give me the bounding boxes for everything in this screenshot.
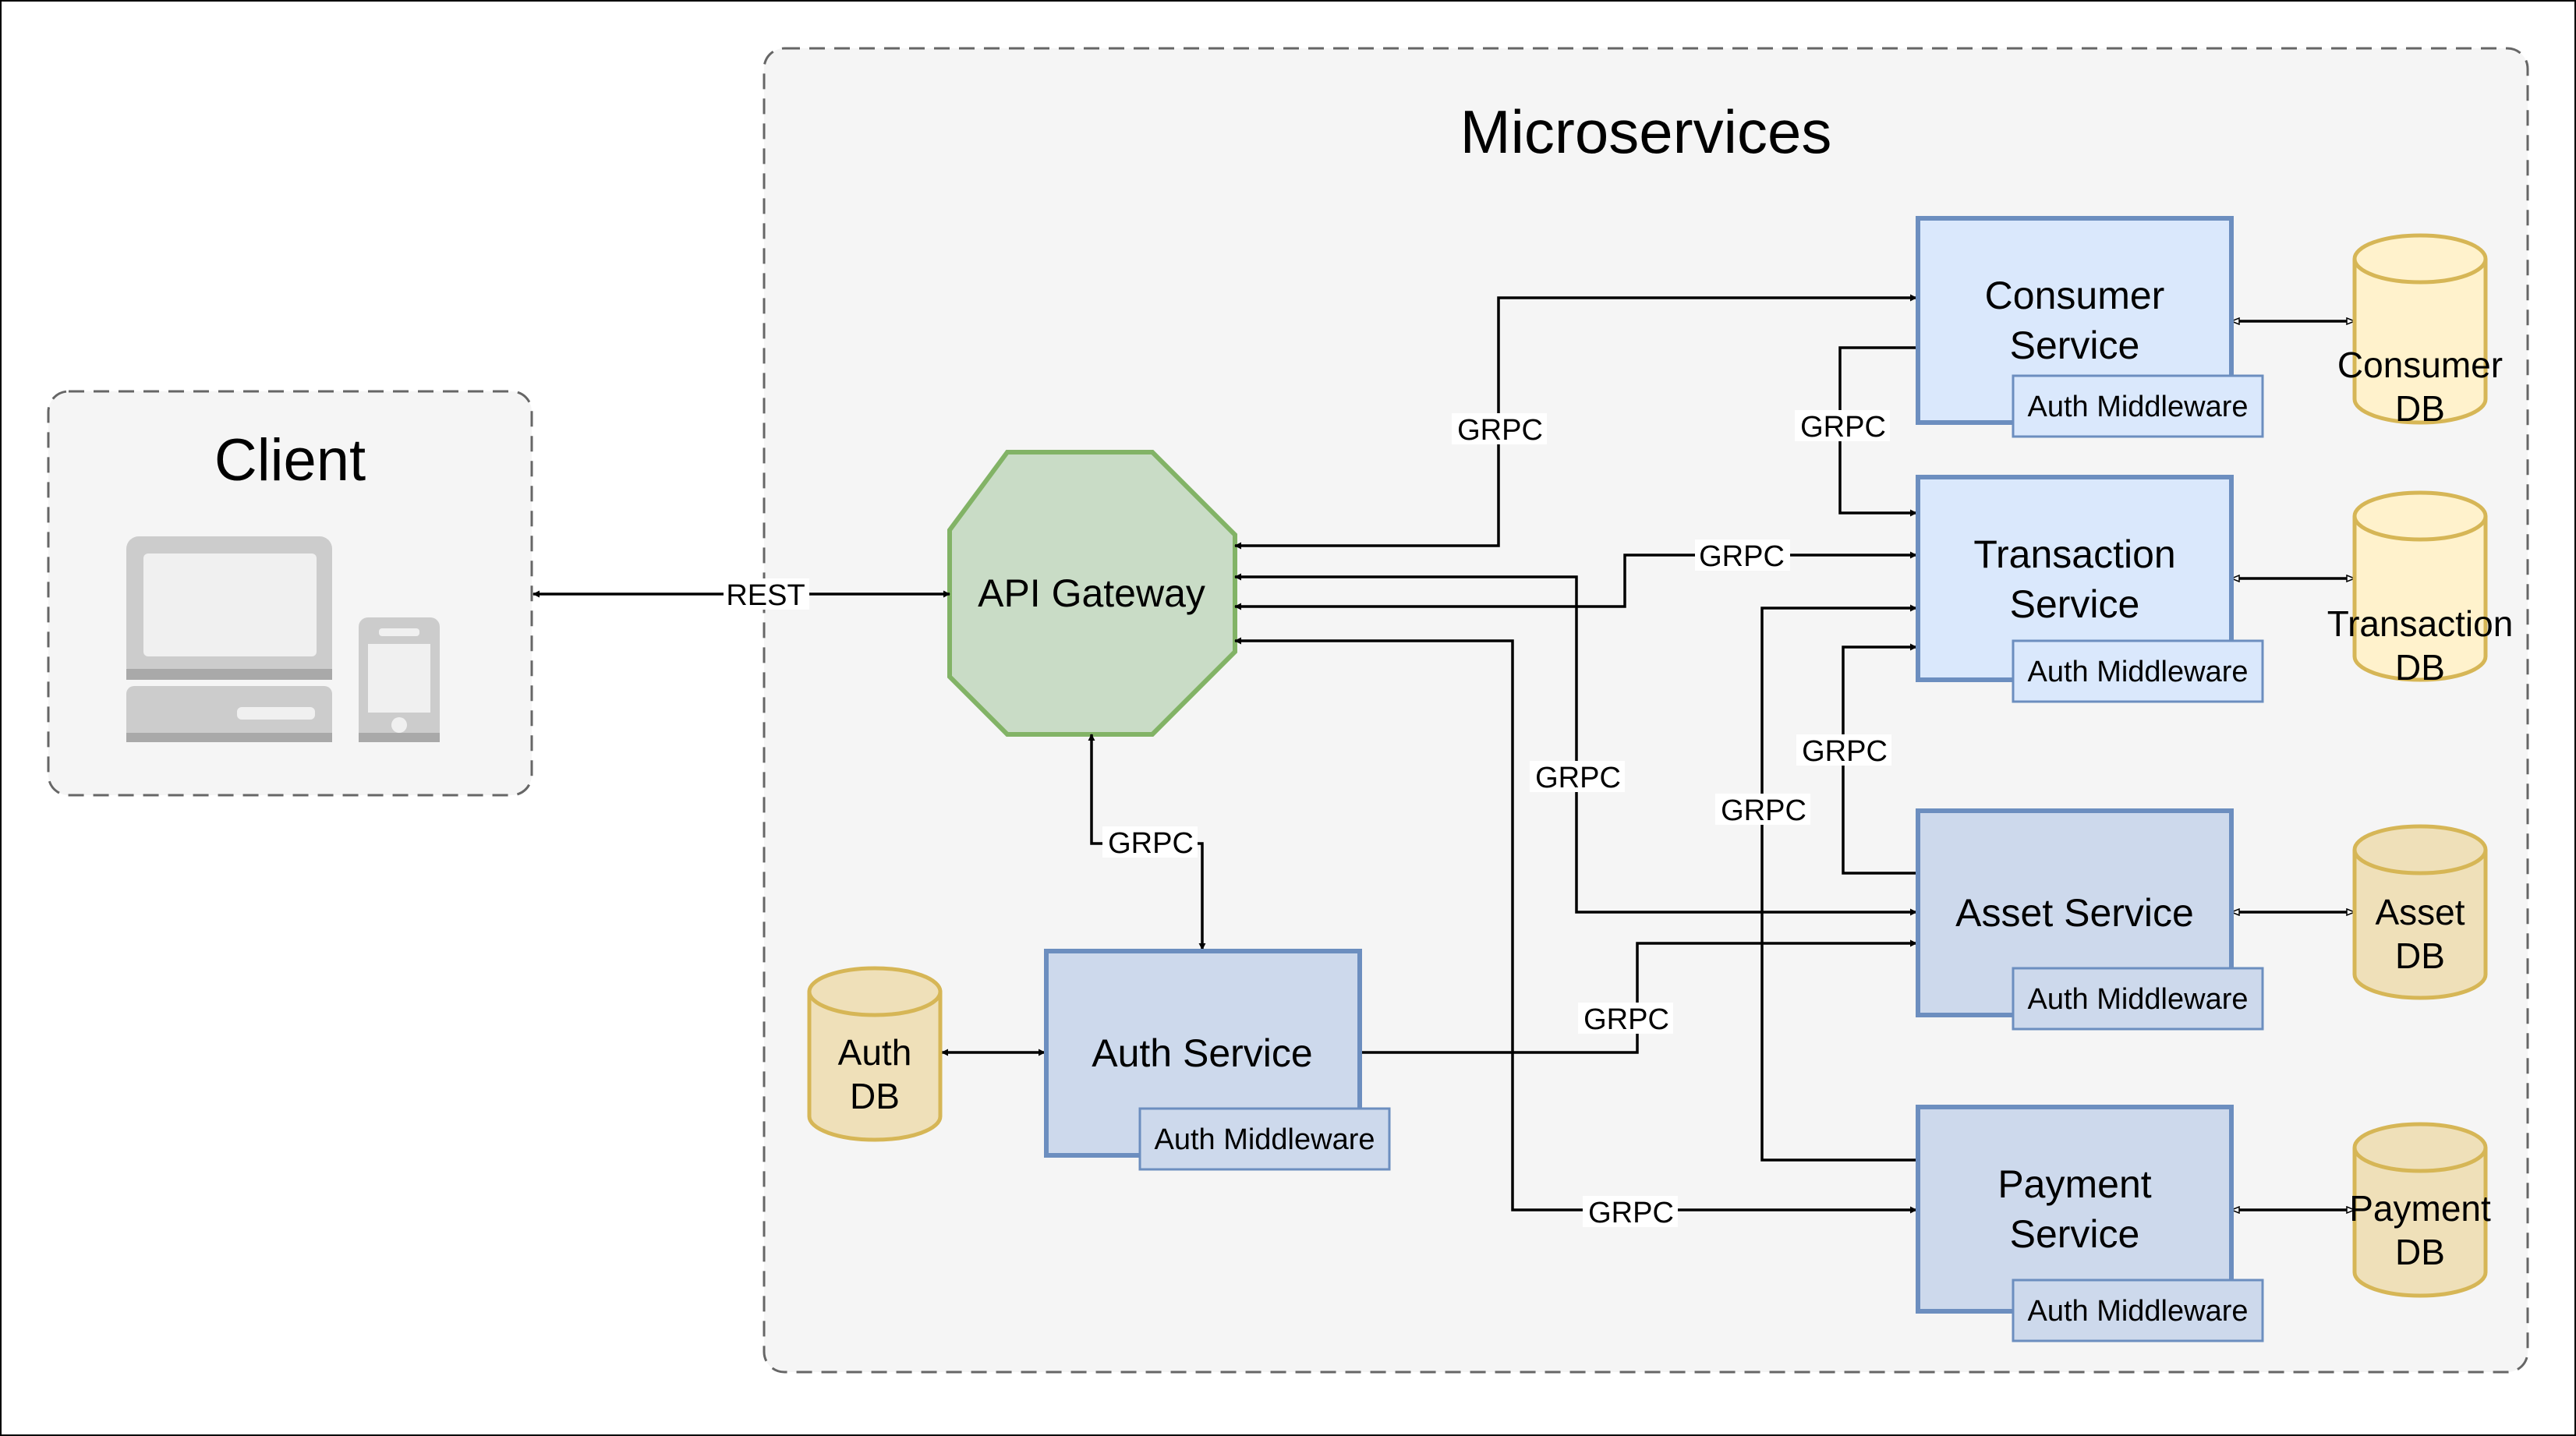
rest-label: REST: [726, 579, 805, 612]
auth-service-label: Auth Service: [1092, 1031, 1312, 1075]
payment-db-label-line1: Payment: [2349, 1188, 2491, 1229]
client-group-title: Client: [214, 427, 366, 493]
auth-db-label-line1: Auth: [838, 1032, 912, 1073]
rest-label-bg: [724, 578, 809, 610]
consumer-db-label-line2: DB: [2395, 388, 2445, 429]
asset-db-node: [2352, 824, 2488, 1000]
consumer-service-label-line2: Service: [2010, 324, 2140, 367]
transaction-auth-middleware: [2012, 639, 2264, 703]
grpc-label-auth-asset: GRPC: [1583, 1003, 1669, 1036]
consumer-service-label-line1: Consumer: [1985, 274, 2165, 317]
asset-service-label: Asset Service: [1955, 891, 2194, 935]
grpc-label-payment-transaction: GRPC: [1721, 794, 1806, 827]
api-gateway-label: API Gateway: [978, 571, 1205, 615]
db-edges: [2231, 321, 2355, 1210]
desktop-computer-icon: [126, 536, 332, 742]
auth-db-label-line2: DB: [850, 1076, 900, 1116]
payment-service-node: [1916, 1105, 2234, 1314]
grpc-label-gateway-consumer: GRPC: [1457, 414, 1543, 447]
payment-auth-middleware: [2012, 1279, 2264, 1342]
asset-auth-middleware: [2012, 967, 2264, 1031]
smartphone-icon: [359, 617, 440, 742]
auth-service-auth-middleware: [1138, 1107, 1391, 1171]
consumer-auth-middleware-label: Auth Middleware: [2027, 391, 2248, 423]
gateway-payment-edge: [1234, 637, 1917, 1214]
payment-db-node: [2352, 1122, 2488, 1298]
transaction-db-label-line2: DB: [2395, 647, 2445, 688]
grpc-label-asset-transaction: GRPC: [1802, 735, 1888, 768]
grpc-label-gateway-payment: GRPC: [1588, 1197, 1674, 1229]
consumer-db-node: [2352, 233, 2488, 425]
auth-service-auth-middleware-label: Auth Middleware: [1154, 1123, 1375, 1156]
consumer-auth-middleware: [2012, 374, 2264, 438]
grpc-label-gateway-asset: GRPC: [1535, 762, 1621, 794]
grpc-label-gateway-transaction: GRPC: [1699, 540, 1785, 573]
asset-db-label-line2: DB: [2395, 936, 2445, 976]
auth-db-node: [807, 966, 943, 1142]
transaction-db-label-line1: Transaction: [2327, 603, 2514, 644]
grpc-label-gateway-auth: GRPC: [1108, 827, 1194, 860]
transaction-service-label-line2: Service: [2010, 582, 2140, 626]
payment-service-label-line2: Service: [2010, 1212, 2140, 1256]
payment-transaction-edge: [1760, 604, 1917, 1162]
auth-asset-edge: [1360, 939, 1917, 1054]
asset-auth-middleware-label: Auth Middleware: [2027, 983, 2248, 1016]
transaction-auth-middleware-label: Auth Middleware: [2027, 656, 2248, 688]
asset-db-label-line1: Asset: [2375, 892, 2465, 932]
transaction-service-label-line1: Transaction: [1973, 532, 2175, 576]
transaction-db-node: [2352, 490, 2488, 682]
payment-service-label-line1: Payment: [1997, 1162, 2151, 1206]
payment-db-label-line2: DB: [2395, 1232, 2445, 1272]
consumer-db-label-line1: Consumer: [2337, 345, 2503, 385]
microservices-group-title: Microservices: [1460, 97, 1832, 166]
payment-auth-middleware-label: Auth Middleware: [2027, 1295, 2248, 1328]
grpc-label-consumer-transaction: GRPC: [1800, 411, 1886, 444]
